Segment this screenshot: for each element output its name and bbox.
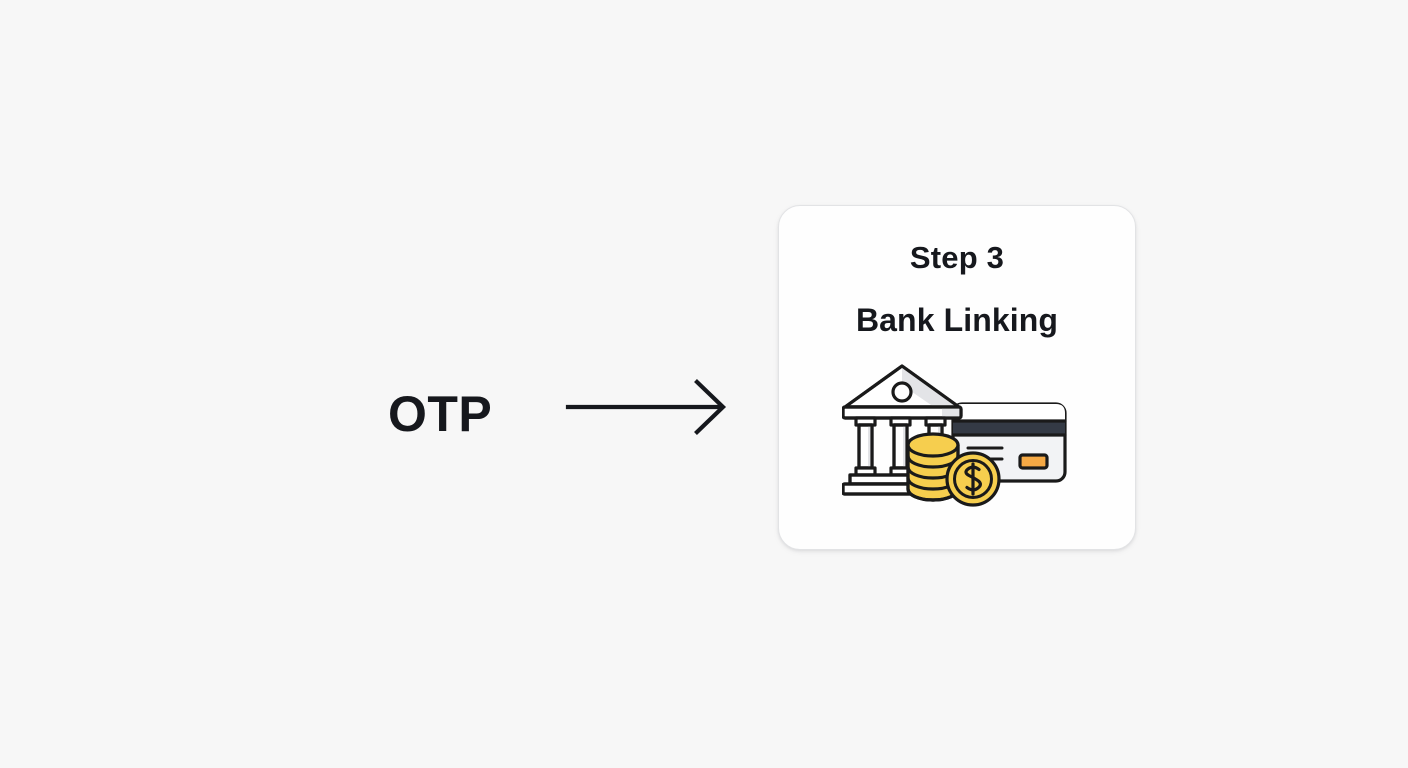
right-arrow-icon (560, 378, 740, 436)
otp-label: OTP (388, 386, 493, 442)
step-card[interactable]: Step 3 Bank Linking (778, 205, 1136, 550)
bank-linking-icon (841, 360, 1072, 512)
card-title: Bank Linking (855, 301, 1059, 338)
dollar-coin-icon (945, 451, 1001, 508)
card-step-label: Step 3 (909, 240, 1005, 275)
